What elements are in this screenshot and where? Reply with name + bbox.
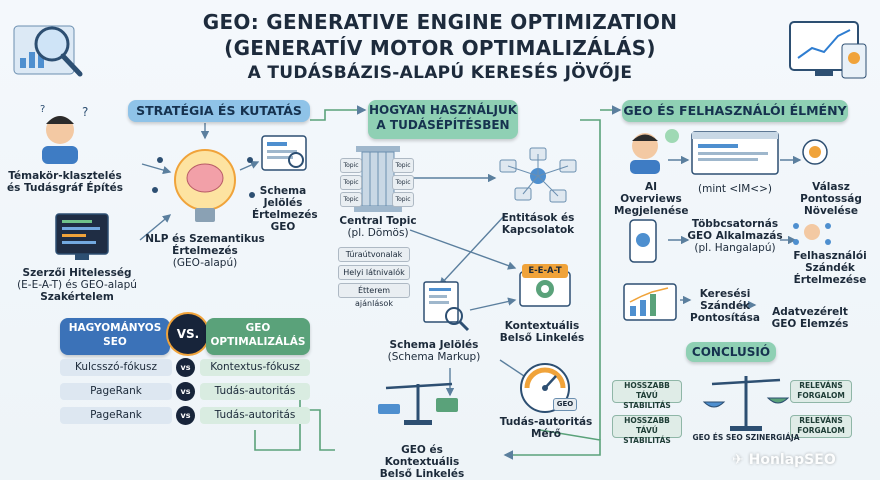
eeat-badge: E-E-A-T bbox=[522, 264, 568, 278]
vs-badge: VS. bbox=[168, 314, 208, 354]
topic-chip-5: Topic bbox=[340, 192, 362, 207]
watermark: ✈ HonlapSEO bbox=[732, 452, 872, 472]
target-person-icon bbox=[802, 139, 828, 165]
phone-voice-icon bbox=[629, 219, 657, 263]
subtopic-1: Túraútvonalak bbox=[338, 247, 410, 262]
code-monitor-icon bbox=[55, 213, 109, 260]
monitor-chart-icon bbox=[789, 21, 867, 79]
mint-label: (mint <IM<>) bbox=[698, 183, 772, 195]
section-title-ux: GEO ÉS FELHASZNÁLÓI ÉLMÉNY bbox=[622, 100, 848, 122]
comparison-row-3-right: Tudás-autoritás bbox=[200, 407, 310, 424]
eeat-sub: (E-E-A-T) és GEO-alapú bbox=[17, 279, 137, 291]
topic-chip-3: Topic bbox=[340, 175, 362, 190]
schema-document-icon bbox=[423, 281, 470, 332]
balance-scale-icon bbox=[378, 382, 458, 425]
synergy-label: GEO ÉS SEO SZINERGIÁJA bbox=[692, 433, 800, 442]
page-title-line2: (GENERATÍV MOTOR OPTIMALIZÁLÁS) bbox=[224, 36, 656, 60]
bird-icon: ✈ bbox=[732, 452, 749, 468]
watermark-text: HonlapSEO bbox=[748, 452, 836, 468]
geo-optimization-header: GEO OPTIMALIZÁLÁS bbox=[206, 318, 310, 355]
user-intent-label: Felhasználói Szándék Értelmezése bbox=[793, 250, 867, 286]
tag-stability-2: HOSSZABB TÁVÚ STABILITÁS bbox=[612, 415, 682, 445]
answer-accuracy-label: Válasz Pontosság Növelése bbox=[800, 181, 862, 217]
entities-label: Entitások és Kapcsolatok bbox=[501, 212, 575, 236]
eeat-bold: Szakértelem bbox=[40, 291, 114, 303]
schema-label: Schema Jelölés Értelmezés GEO bbox=[252, 185, 318, 233]
comparison-row-1-left: Kulcsszó-fókusz bbox=[60, 359, 172, 376]
tag-relevant-traffic-2: RELEVÁNS FORGALOM bbox=[790, 415, 852, 438]
user-network-icon bbox=[793, 223, 831, 245]
conclusion-scale-icon bbox=[702, 376, 790, 431]
central-topic-sub: (pl. Dömös) bbox=[347, 227, 409, 239]
topic-chip-4: Topic bbox=[392, 175, 414, 190]
gauge-geo-label: GEO bbox=[553, 398, 577, 411]
subtopic-3: Étterem ajánlások bbox=[338, 283, 410, 308]
entity-network-icon bbox=[499, 147, 577, 203]
svg-text:?: ? bbox=[40, 104, 45, 115]
topic-chip-2: Topic bbox=[392, 158, 414, 173]
happy-person-icon bbox=[630, 129, 679, 174]
comparison-row-2-right: Tudás-autoritás bbox=[200, 383, 310, 400]
topic-chip-6: Topic bbox=[392, 192, 414, 207]
nlp-sublabel: (GEO-alapú) bbox=[172, 257, 238, 269]
conclusion-title: CONCLUSIÓ bbox=[686, 342, 776, 362]
comparison-row-2-vs: vs bbox=[176, 382, 195, 401]
balance-label: GEO és Kontextuális Belső Linkelés bbox=[379, 444, 465, 480]
comparison-row-3-vs: vs bbox=[176, 406, 195, 425]
comparison-row-2-left: PageRank bbox=[60, 383, 172, 400]
schema-markup-title: Schema Jelölés bbox=[389, 339, 479, 351]
lightbulb-brain-icon bbox=[152, 149, 255, 222]
page-title-line1: GEO: GENERATIVE ENGINE OPTIMIZATION bbox=[202, 10, 678, 34]
schema-markup-sub: (Schema Markup) bbox=[387, 351, 481, 363]
magnifier-chart-icon bbox=[13, 25, 83, 77]
comparison-row-1-right: Kontextus-fókusz bbox=[200, 359, 310, 376]
analytics-chart-icon bbox=[623, 283, 677, 321]
multichannel-sub: (pl. Hangalapú) bbox=[694, 242, 776, 254]
pillar-icon bbox=[354, 146, 402, 212]
comparison-row-3-left: PageRank bbox=[60, 407, 172, 424]
topic-chip-1: Topic bbox=[340, 158, 362, 173]
central-topic-label: Central Topic bbox=[339, 215, 417, 227]
schema-monitor-icon bbox=[261, 135, 307, 171]
eeat-title: Szerzői Hitelesség bbox=[22, 267, 132, 279]
comparison-row-1-vs: vs bbox=[176, 358, 195, 377]
section-title-strategy: STRATÉGIA ÉS KUTATÁS bbox=[128, 100, 310, 122]
topic-cluster-label: Témakör-klasztelés és Tudásgráf Építés bbox=[6, 170, 124, 194]
search-intent-label: Keresési Szándék Pontosítása bbox=[690, 288, 760, 324]
page-subtitle: A TUDÁSBÁZIS-ALAPÚ KERESÉS JÖVŐJE bbox=[247, 63, 633, 83]
context-link-label: Kontextuális Belső Linkelés bbox=[499, 320, 585, 344]
authority-meter-label: Tudás-autoritás Mérő bbox=[499, 416, 593, 440]
multichannel-label: Többcsatornás GEO Alkalmazás bbox=[687, 218, 783, 242]
nlp-label: NLP és Szemantikus Értelmezés bbox=[145, 233, 265, 257]
tag-stability-1: HOSSZABB TÁVÚ STABILITÁS bbox=[612, 380, 682, 410]
data-driven-label: Adatvezérelt GEO Elemzés bbox=[771, 306, 849, 330]
traditional-seo-header: HAGYOMÁNYOS SEO bbox=[60, 318, 170, 355]
browser-window-icon bbox=[691, 131, 779, 175]
tag-relevant-traffic-1: RELEVÁNS FORGALOM bbox=[790, 380, 852, 403]
section-title-knowledge: HOGYAN HASZNÁLJUK A TUDÁSÉPÍTÉSBEN bbox=[368, 100, 518, 139]
subtopic-2: Helyi látnivalók bbox=[338, 265, 410, 280]
ai-overviews-label: AI Overviews Megjelenése bbox=[614, 181, 689, 217]
svg-text:?: ? bbox=[82, 105, 88, 119]
thinking-person-icon: ? ? bbox=[40, 104, 88, 164]
